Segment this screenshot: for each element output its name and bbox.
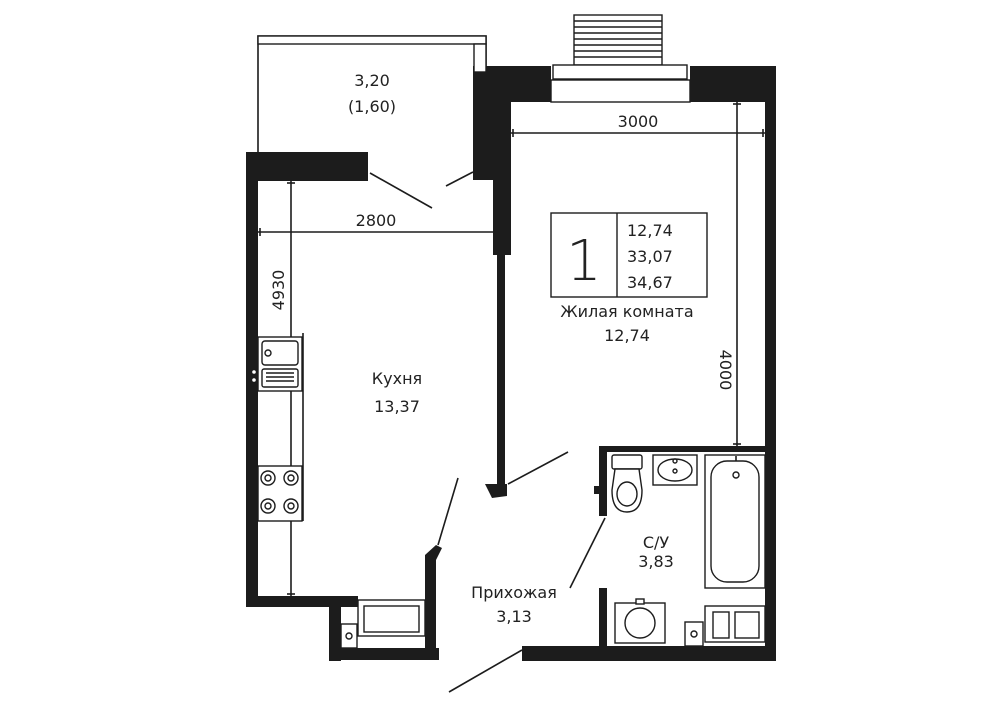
bath-cabinets: [684, 605, 766, 647]
bathroom-name: С/У: [643, 533, 670, 552]
sink-icon: [250, 336, 303, 392]
partition-top: [493, 175, 511, 255]
total-area-value: 33,07: [627, 247, 673, 266]
hall-left-wall-cap: [425, 545, 442, 560]
toilet-icon: [611, 454, 643, 513]
balcony-rail: [257, 35, 487, 45]
kitchen-bottom-wall: [246, 596, 358, 607]
partition-end: [485, 484, 507, 498]
summary-table: 1 12,74 33,07 34,67: [550, 212, 708, 298]
living-room-area: 12,74: [604, 326, 650, 345]
living-width-dim: 3000: [618, 112, 659, 131]
partition: [497, 250, 505, 484]
total-with-balcony-value: 34,67: [627, 273, 673, 292]
bath-top-wall: [599, 446, 769, 452]
entrance-door: [448, 649, 523, 693]
ac-unit: [552, 14, 688, 80]
stove-icon: [257, 465, 303, 522]
bathtub-icon: [704, 454, 766, 589]
bathroom-area: 3,83: [638, 552, 674, 571]
kitchen-width-dim: 2800: [356, 211, 397, 230]
window: [550, 79, 691, 103]
bath-wall-top: [599, 446, 607, 486]
living-top-wall-right: [690, 66, 776, 102]
living-length-dim: 4000: [716, 350, 735, 391]
kitchen-left-wall: [246, 168, 258, 605]
doors: [369, 171, 606, 693]
bottom-step-left: [329, 596, 341, 661]
balcony-rail-side: [473, 43, 487, 73]
living-right-wall: [765, 66, 776, 661]
kitchen-length-dim: 4930: [269, 270, 288, 311]
balcony: [257, 35, 487, 165]
living-door: [507, 451, 569, 485]
bath-wall-bottom: [599, 588, 607, 648]
kitchen-name: Кухня: [372, 369, 422, 388]
kitchen-area: 13,37: [374, 397, 420, 416]
washbasin-icon: [652, 454, 698, 486]
kitchen-top-wall: [246, 152, 368, 181]
walls: [246, 66, 776, 661]
hall-left-wall: [425, 555, 436, 660]
bath-wall-stub: [594, 486, 607, 494]
radiator-icon: [340, 599, 426, 649]
hall-bottom-wall: [522, 646, 776, 661]
bottom-wall: [329, 648, 439, 660]
balcony-reduced-area: (1,60): [348, 97, 396, 116]
balcony-area: 3,20: [354, 71, 390, 90]
hallway-area: 3,13: [496, 607, 532, 626]
living-area-value: 12,74: [627, 221, 673, 240]
kitchen-door: [437, 477, 459, 546]
washing-machine-icon: [614, 598, 666, 644]
room-count: 1: [566, 229, 602, 294]
bath-wall-mid: [599, 494, 607, 516]
living-room-name: Жилая комната: [560, 302, 693, 321]
balcony-door-2: [445, 171, 474, 187]
hallway-name: Прихожая: [471, 583, 557, 602]
labels: 3,20 (1,60) Кухня 13,37 Жилая комната 12…: [269, 71, 735, 626]
balcony-door: [369, 172, 433, 209]
bath-door: [569, 517, 606, 589]
dimension-lines: [258, 102, 765, 596]
